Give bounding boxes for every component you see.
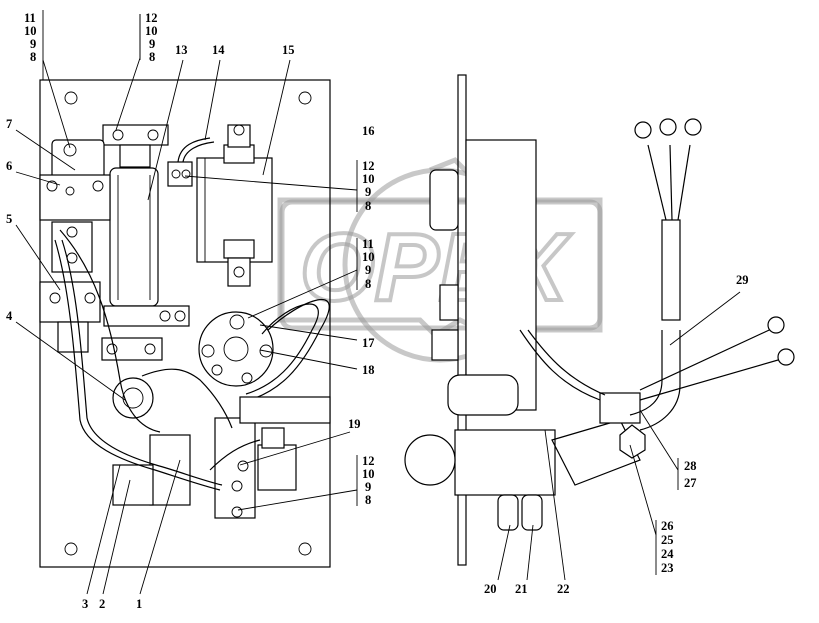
callout-16: 16: [362, 124, 375, 138]
callout-13: 13: [175, 43, 188, 57]
stack-right-upper: 12 10 9 8: [362, 159, 375, 213]
stack-item: 25: [661, 533, 674, 547]
stack-right-lower: 12 10 9 8: [362, 454, 375, 507]
stack-item: 12: [362, 159, 375, 173]
stack-top-mid: 12 10 9 8: [145, 11, 158, 64]
stack-item: 11: [362, 237, 374, 251]
callout-21: 21: [515, 582, 528, 596]
right-view: [404, 74, 795, 566]
stack-item: 10: [24, 24, 37, 38]
callout-labels: 7 6 5 4 3 2 1 13 14 15 16 17 18 19 20 21…: [6, 43, 749, 611]
number-stacks: 11 10 9 8 12 10 9 8 12 10 9 8 11 10 9 8 …: [24, 10, 697, 575]
stack-top-left: 11 10 9 8: [24, 10, 44, 64]
callout-7: 7: [6, 117, 12, 131]
stack-right-mid: 11 10 9 8: [362, 237, 375, 291]
callout-29: 29: [736, 273, 749, 287]
stack-item: 8: [149, 50, 155, 64]
stack-far-right-b: 26 25 24 23: [661, 519, 674, 575]
stack-item: 9: [365, 480, 371, 494]
stack-item: 10: [362, 172, 375, 186]
stack-item: 23: [661, 561, 674, 575]
leader-lines: [15, 14, 741, 595]
stack-item: 8: [365, 277, 371, 291]
left-view: [39, 79, 331, 568]
callout-14: 14: [212, 43, 225, 57]
stack-item: 9: [365, 185, 371, 199]
stack-item: 8: [30, 50, 36, 64]
rotary-switch: [198, 311, 274, 387]
stack-item: 24: [661, 547, 674, 561]
callout-3: 3: [82, 597, 88, 611]
stack-item: 10: [145, 24, 158, 38]
callout-19: 19: [348, 417, 361, 431]
round-component: [112, 377, 154, 419]
stack-item: 10: [362, 467, 375, 481]
stack-item: 27: [684, 476, 697, 490]
connector-body: [454, 429, 556, 496]
callout-6: 6: [6, 159, 12, 173]
callout-4: 4: [6, 309, 13, 323]
stack-item: 10: [362, 250, 375, 264]
stack-far-right-a: 28 27: [684, 459, 697, 490]
stack-item: 9: [365, 263, 371, 277]
callout-17: 17: [362, 336, 375, 350]
callout-1: 1: [136, 597, 142, 611]
stack-item: 11: [24, 11, 36, 25]
callout-2: 2: [99, 597, 105, 611]
callout-18: 18: [362, 363, 375, 377]
stack-item: 9: [30, 37, 36, 51]
callout-5: 5: [6, 212, 12, 226]
stack-item: 26: [661, 519, 674, 533]
stack-item: 28: [684, 459, 697, 473]
stack-item: 12: [362, 454, 375, 468]
stack-item: 8: [365, 199, 371, 213]
callout-15: 15: [282, 43, 295, 57]
callout-22: 22: [557, 582, 570, 596]
stack-item: 9: [149, 37, 155, 51]
stack-item: 12: [145, 11, 158, 25]
stack-item: 8: [365, 493, 371, 507]
mounting-plate: [39, 79, 331, 568]
callout-20: 20: [484, 582, 497, 596]
